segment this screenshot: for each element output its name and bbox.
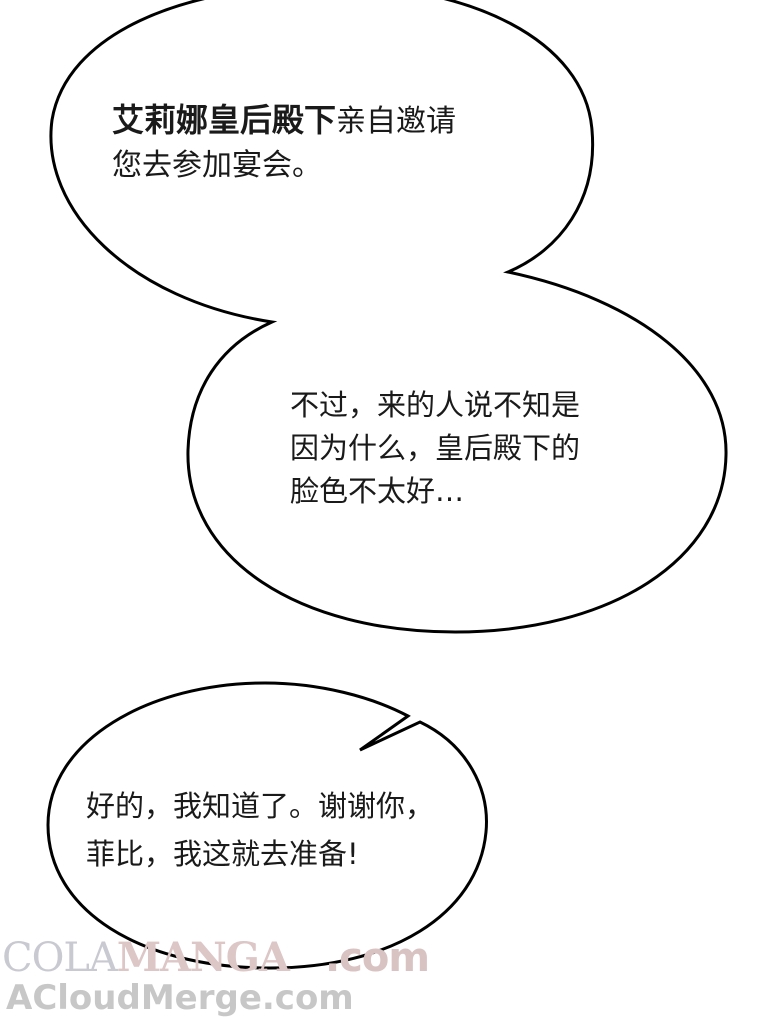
- bubble-2-text: 不过，来的人说不知是 因为什么，皇后殿下的 脸色不太好…: [290, 384, 580, 513]
- bubble-1-text: 艾莉娜皇后殿下亲自邀请 您去参加宴会。: [112, 98, 456, 188]
- watermark-part-b: MANGA: [116, 934, 290, 981]
- bubble-3-text: 好的，我知道了。谢谢你， 菲比，我这就去准备!: [86, 782, 434, 878]
- bubble-3-line-2: 菲比，我这就去准备!: [86, 837, 359, 871]
- speech-bubble-bottom: [46, 681, 488, 970]
- bubble-3-line-1: 好的，我知道了。谢谢你，: [86, 789, 435, 823]
- watermark-part-c: .com: [324, 935, 430, 981]
- bubble-2-line-3: 脸色不太好…: [290, 474, 465, 508]
- bubble-1-bold-name: 艾莉娜皇后殿下: [112, 101, 337, 139]
- bubble-1-line-1-rest: 亲自邀请: [336, 104, 457, 139]
- speech-bubble-top: [49, 0, 728, 634]
- bubble-2-line-1: 不过，来的人说不知是: [290, 388, 581, 422]
- bubble-1-line-1: 艾莉娜皇后殿下亲自邀请: [112, 98, 456, 144]
- bubble-2-line-2: 因为什么，皇后殿下的: [290, 431, 581, 465]
- bubble-1-line-2: 您去参加宴会。: [112, 148, 322, 183]
- watermark-colamanga: COLAMANGA .com: [2, 934, 430, 981]
- watermark-acloudmerge: ACloudMerge.com: [6, 978, 354, 1018]
- watermark-part-a: COLA: [2, 935, 118, 981]
